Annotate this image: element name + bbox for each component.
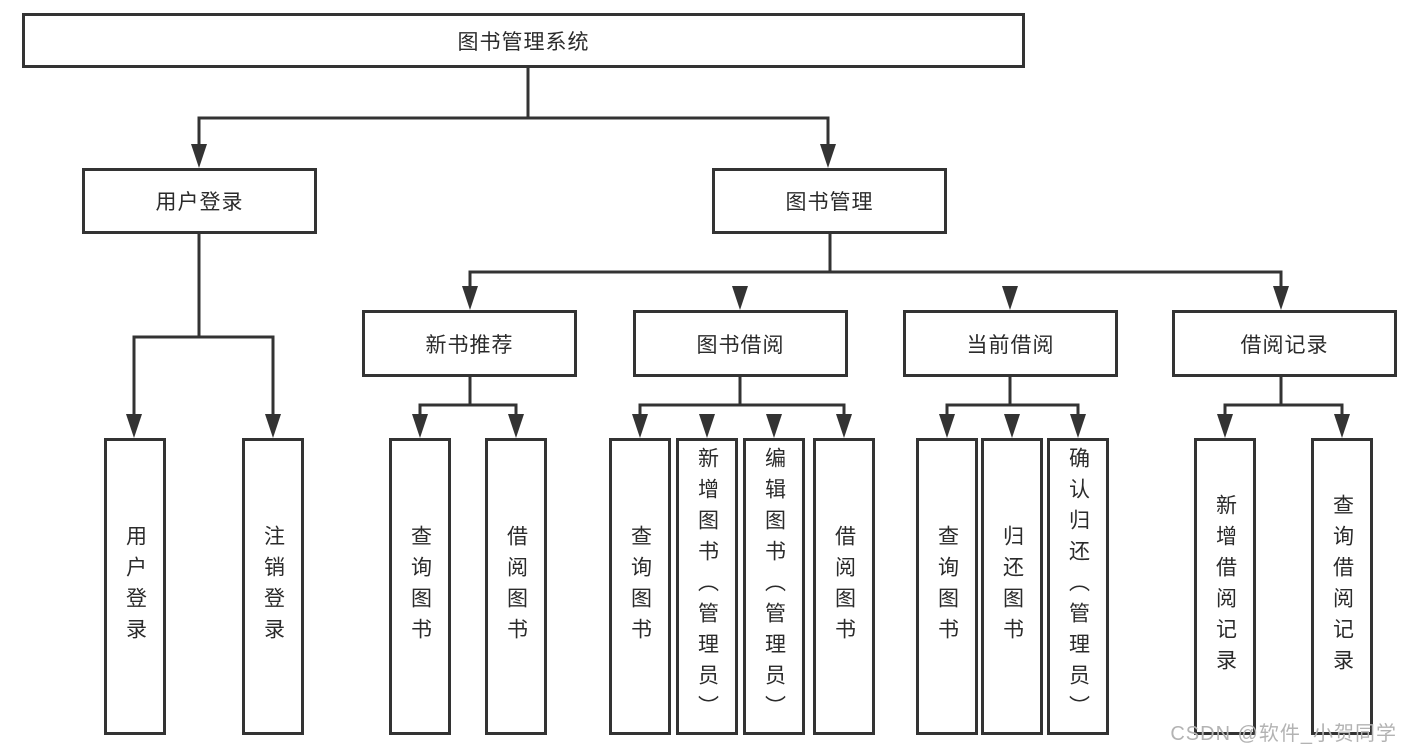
- connector-group1-split: [418, 403, 518, 420]
- arrowhead-icon: [836, 414, 852, 438]
- group-borrow-records: 借阅记录: [1172, 310, 1397, 377]
- leaf-records-query-record: 查询借阅记录: [1311, 438, 1373, 735]
- arrowhead-icon: [939, 414, 955, 438]
- leaf-borrow-edit-books-admin-label: 编辑图书（管理员）: [762, 447, 786, 726]
- connector-group3-split: [945, 403, 1080, 420]
- branch-user-login-label: 用户登录: [155, 191, 244, 214]
- root-node: 图书管理系统: [22, 13, 1025, 68]
- arrowhead-icon: [508, 414, 524, 438]
- arrowhead-icon: [732, 286, 748, 310]
- leaf-borrow-query-books-label: 查询图书: [628, 524, 652, 649]
- root-node-label: 图书管理系统: [457, 30, 590, 54]
- leaf-borrow-edit-books-admin: 编辑图书（管理员）: [743, 438, 805, 735]
- watermark: CSDN @软件_小贺同学: [1170, 723, 1397, 745]
- leaf-borrow-borrow-books: 借阅图书: [813, 438, 875, 735]
- group-borrow-records-label: 借阅记录: [1240, 333, 1329, 357]
- leaf-current-return-books-label: 归还图书: [1000, 524, 1024, 649]
- arrowhead-icon: [1002, 286, 1018, 310]
- arrowhead-icon: [265, 414, 281, 438]
- arrowhead-icon: [126, 414, 142, 438]
- connector-userlogin-split: [132, 335, 275, 420]
- arrowhead-icon: [412, 414, 428, 438]
- group-book-borrow: 图书借阅: [633, 310, 848, 377]
- connector-level1-split: [197, 116, 830, 150]
- leaf-borrow-add-books-admin-label: 新增图书（管理员）: [695, 447, 719, 726]
- connector-group2-split: [638, 403, 846, 420]
- branch-user-login: 用户登录: [82, 168, 317, 234]
- group-new-book-recommend: 新书推荐: [362, 310, 577, 377]
- leaf-user-login: 用户登录: [104, 438, 166, 735]
- group-book-borrow-label: 图书借阅: [696, 333, 785, 357]
- leaf-records-add-record-label: 新增借阅记录: [1213, 493, 1237, 680]
- branch-book-management: 图书管理: [712, 168, 947, 234]
- leaf-newbook-query-books: 查询图书: [389, 438, 451, 735]
- arrowhead-icon: [1273, 286, 1289, 310]
- group-current-borrow: 当前借阅: [903, 310, 1118, 377]
- leaf-records-query-record-label: 查询借阅记录: [1330, 493, 1354, 680]
- leaf-current-query-books: 查询图书: [916, 438, 978, 735]
- leaf-newbook-borrow-books: 借阅图书: [485, 438, 547, 735]
- leaf-current-confirm-return-admin: 确认归还（管理员）: [1047, 438, 1109, 735]
- leaf-user-login-label: 用户登录: [123, 524, 147, 649]
- branch-book-management-label: 图书管理: [785, 191, 874, 214]
- group-current-borrow-label: 当前借阅: [966, 333, 1055, 357]
- arrowhead-icon: [1217, 414, 1233, 438]
- leaf-current-return-books: 归还图书: [981, 438, 1043, 735]
- leaf-logout: 注销登录: [242, 438, 304, 735]
- arrowhead-icon: [820, 144, 836, 168]
- arrowhead-icon: [1070, 414, 1086, 438]
- arrowhead-icon: [632, 414, 648, 438]
- arrowhead-icon: [462, 286, 478, 310]
- arrowhead-icon: [699, 414, 715, 438]
- leaf-borrow-add-books-admin: 新增图书（管理员）: [676, 438, 738, 735]
- leaf-borrow-borrow-books-label: 借阅图书: [832, 524, 856, 649]
- leaf-current-confirm-return-admin-label: 确认归还（管理员）: [1066, 447, 1090, 726]
- leaf-records-add-record: 新增借阅记录: [1194, 438, 1256, 735]
- arrowhead-icon: [1004, 414, 1020, 438]
- connector-group4-split: [1223, 403, 1344, 420]
- connector-level3-split: [468, 270, 1283, 292]
- leaf-borrow-query-books: 查询图书: [609, 438, 671, 735]
- group-new-book-recommend-label: 新书推荐: [425, 333, 514, 357]
- leaf-newbook-borrow-books-label: 借阅图书: [504, 524, 528, 649]
- leaf-current-query-books-label: 查询图书: [935, 524, 959, 649]
- arrowhead-icon: [766, 414, 782, 438]
- arrowhead-icon: [191, 144, 207, 168]
- leaf-logout-label: 注销登录: [261, 524, 285, 649]
- leaf-newbook-query-books-label: 查询图书: [408, 524, 432, 649]
- arrowhead-icon: [1334, 414, 1350, 438]
